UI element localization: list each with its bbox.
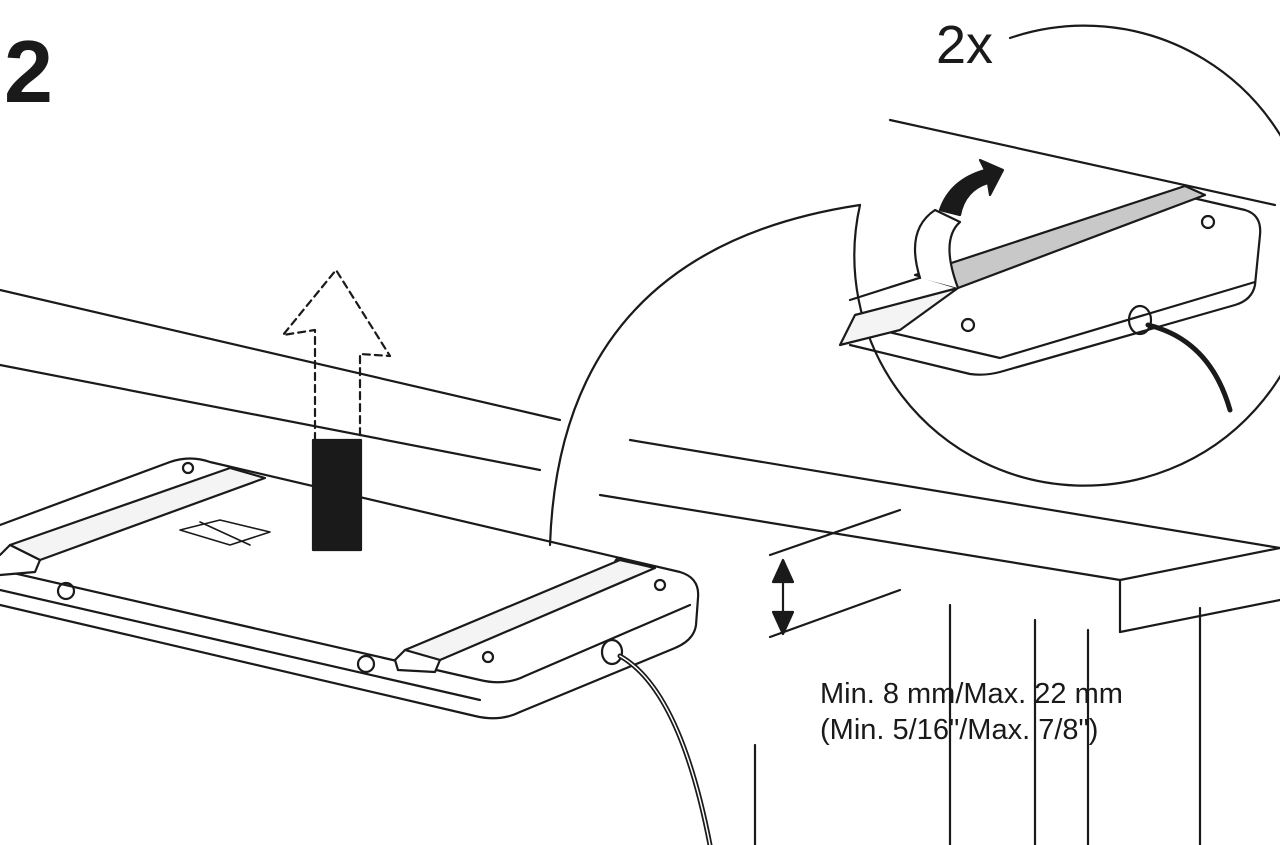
step-number: 2 — [4, 22, 53, 121]
adhesive-strip-right — [403, 558, 657, 662]
thickness-metric: Min. 8 mm/Max. 22 mm — [820, 678, 1123, 710]
table — [0, 288, 1280, 845]
wireless-charger-pad — [0, 457, 713, 845]
thickness-dimension-arrow — [771, 558, 795, 636]
pull-up-arrow — [281, 268, 392, 552]
quantity-label: 2x — [936, 15, 994, 75]
thickness-requirement: Min. 8 mm/Max. 22 mm (Min. 5/16"/Max. 7/… — [820, 676, 1123, 748]
detail-inset — [838, 24, 1280, 487]
thickness-imperial: (Min. 5/16"/Max. 7/8") — [820, 714, 1099, 746]
power-cable — [617, 653, 713, 845]
wireless-charging-symbol — [179, 519, 271, 546]
detail-leader-line — [548, 203, 862, 547]
adhesive-strip-left — [8, 466, 267, 562]
peel-arrow-icon — [938, 158, 1005, 217]
